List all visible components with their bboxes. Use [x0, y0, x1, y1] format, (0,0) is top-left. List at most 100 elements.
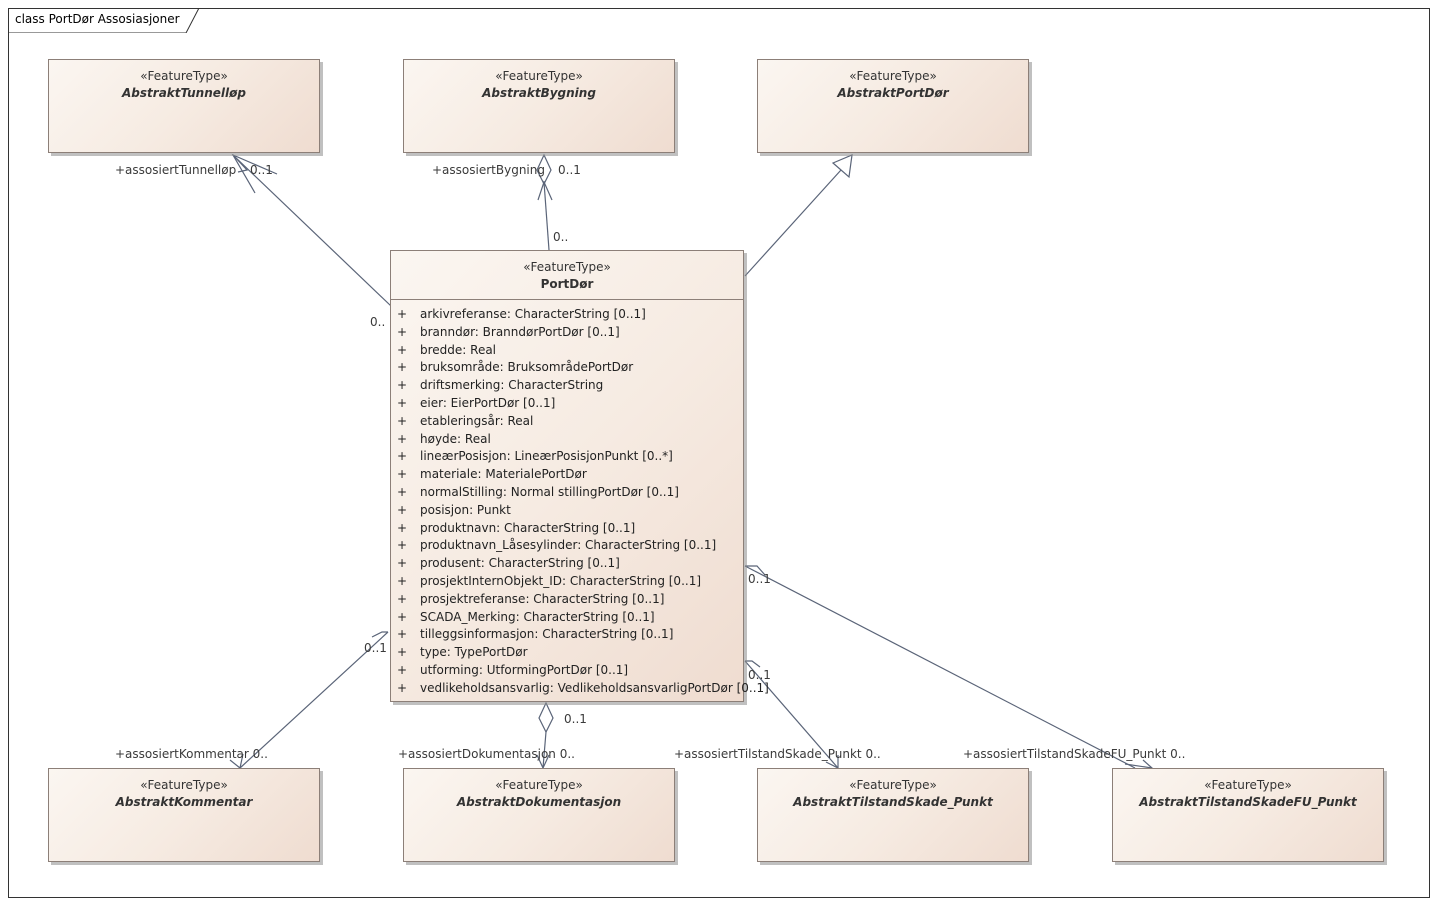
- multiplicity-tunnel-source: 0..: [370, 315, 386, 329]
- attribute-row[interactable]: +eier: EierPortDør [0..1]: [391, 395, 743, 413]
- multiplicity-tilstand-source: 0..1: [748, 668, 771, 682]
- attribute-text: produsent: CharacterString [0..1]: [420, 556, 620, 571]
- attribute-row[interactable]: +posisjon: Punkt: [391, 502, 743, 520]
- role-label-tunnel: +assosiertTunnelløp: [115, 163, 237, 177]
- class-abstrakt-kommentar[interactable]: «FeatureType» AbstraktKommentar: [48, 768, 320, 862]
- class-abstrakt-dokumentasjon[interactable]: «FeatureType» AbstraktDokumentasjon: [403, 768, 675, 862]
- attribute-text: type: TypePortDør: [420, 645, 528, 660]
- role-label-bygning: +assosiertBygning: [432, 163, 545, 177]
- attribute-row[interactable]: + arkivreferanse: CharacterString [0..1]: [391, 306, 743, 324]
- class-abstrakt-tilstandskadefu-punkt[interactable]: «FeatureType» AbstraktTilstandSkadeFU_Pu…: [1112, 768, 1384, 862]
- attribute-visibility: +: [397, 645, 408, 660]
- multiplicity-bygning-source: 0..: [553, 230, 569, 244]
- class-stereotype: «FeatureType»: [1204, 778, 1292, 792]
- assoc-bygning-line: [543, 181, 550, 251]
- attribute-row[interactable]: + lineærPosisjon: LineærPosisjonPunkt [0.…: [391, 448, 743, 466]
- frame-tab: [8, 8, 200, 33]
- class-stereotype: «FeatureType»: [849, 69, 937, 83]
- class-abstrakt-portdor[interactable]: «FeatureType» AbstraktPortDør: [757, 59, 1029, 153]
- attribute-text: vedlikeholdsansvarlig: Vedlikeholdsansva…: [420, 680, 769, 695]
- attribute-visibility: +: [397, 556, 408, 571]
- class-name: AbstraktTilstandSkadeFU_Punkt: [1139, 795, 1357, 809]
- attribute-row[interactable]: +produktnavn: CharacterString [0..1]: [391, 520, 743, 538]
- class-name: AbstraktPortDør: [837, 86, 949, 100]
- attribute-visibility: +: [397, 395, 408, 410]
- attribute-visibility: +: [397, 307, 408, 321]
- attribute-row[interactable]: + prosjektInternObjekt_ID: CharacterStrin…: [391, 573, 743, 591]
- attribute-compartment-divider: [391, 299, 743, 300]
- multiplicity-dokumentasjon-source: 0..1: [564, 712, 587, 726]
- attribute-visibility: +: [397, 484, 408, 499]
- class-name: AbstraktBygning: [482, 86, 596, 100]
- attribute-text: utforming: UtformingPortDør [0..1]: [420, 662, 629, 677]
- attribute-text: prosjektInternObjekt_ID: CharacterString…: [420, 573, 702, 588]
- attribute-row[interactable]: + normalStilling: Normal stillingPortDør …: [391, 484, 743, 502]
- attribute-visibility: +: [397, 573, 408, 588]
- class-stereotype: «FeatureType»: [523, 260, 611, 274]
- class-stereotype: «FeatureType»: [140, 69, 228, 83]
- class-abstrakt-tunnellop[interactable]: «FeatureType» AbstraktTunnelløp: [48, 59, 320, 153]
- role-label-tilstandfu: +assosiertTilstandSkadeFU_Punkt 0..: [963, 747, 1186, 761]
- attribute-row[interactable]: + produktnavn_Låsesylinder: CharacterStri…: [391, 537, 743, 555]
- assoc-tilstand-src-stub: [745, 660, 761, 668]
- multiplicity-kommentar-source: 0..1: [364, 641, 387, 655]
- role-label-tilstand: +assosiertTilstandSkade_Punkt 0..: [674, 747, 881, 761]
- assoc-tilstandFU-arrowhead: [1124, 759, 1154, 769]
- attribute-row[interactable]: +branndør: BranndørPortDør [0..1]: [391, 324, 743, 342]
- class-abstrakt-bygning[interactable]: «FeatureType» AbstraktBygning: [403, 59, 675, 153]
- generalization-line: [744, 169, 842, 277]
- attribute-visibility: +: [397, 609, 408, 624]
- attribute-visibility: +: [397, 378, 408, 393]
- multiplicity-tunnel: 0..1: [250, 163, 273, 177]
- attribute-visibility: +: [397, 449, 408, 464]
- attribute-row[interactable]: +prosjektreferanse: CharacterString [0..…: [391, 591, 743, 609]
- role-label-kommentar: +assosiertKommentar 0..: [115, 747, 268, 761]
- attribute-visibility: +: [397, 538, 408, 553]
- assoc-tilstandFU-src-stub: [745, 565, 766, 576]
- assoc-bygning-diamond: [536, 153, 552, 186]
- class-name: PortDør: [540, 277, 594, 291]
- attribute-row[interactable]: +vedlikeholdsansvarlig: Vedlikeholdsansv…: [391, 680, 769, 698]
- attribute-text: arkivreferanse: CharacterString [0..1]: [420, 307, 646, 321]
- attribute-row[interactable]: + type: TypePortDør: [391, 644, 743, 662]
- attribute-row[interactable]: + driftsmerking: CharacterString: [391, 377, 743, 395]
- class-name: AbstraktKommentar: [115, 795, 253, 809]
- attribute-text: produktnavn_Låsesylinder: CharacterStrin…: [420, 538, 717, 553]
- attribute-row[interactable]: +høyde: Real: [391, 431, 743, 449]
- attribute-row[interactable]: + produsent: CharacterString [0..1]: [391, 555, 743, 573]
- attribute-row[interactable]: + etableringsår: Real: [391, 413, 743, 431]
- attribute-row[interactable]: +bredde: Real: [391, 342, 743, 360]
- attribute-visibility: +: [397, 360, 408, 375]
- attribute-text: høyde: Real: [420, 431, 491, 446]
- attribute-text: tilleggsinformasjon: CharacterString [0.…: [420, 627, 674, 642]
- attribute-text: lineærPosisjon: LineærPosisjonPunkt [0..…: [420, 449, 673, 464]
- attribute-row[interactable]: + bruksområde: BruksområdePortDør: [391, 359, 743, 377]
- assoc-kommentar-src-stub: [371, 631, 388, 638]
- class-name: AbstraktTunnelløp: [122, 86, 246, 100]
- class-stereotype: «FeatureType»: [140, 778, 228, 792]
- attribute-visibility: +: [397, 413, 408, 428]
- attribute-text: bruksområde: BruksområdePortDør: [420, 360, 634, 375]
- class-name: AbstraktDokumentasjon: [456, 795, 622, 809]
- attribute-text: bredde: Real: [420, 342, 497, 357]
- class-stereotype: «FeatureType»: [849, 778, 937, 792]
- generalization-triangle: [831, 154, 853, 179]
- class-portdor[interactable]: «FeatureType» PortDør + arkivreferanse: C…: [390, 250, 769, 702]
- attribute-text: normalStilling: Normal stillingPortDør […: [420, 484, 679, 499]
- attribute-row[interactable]: +tilleggsinformasjon: CharacterString [0…: [391, 626, 743, 644]
- attribute-list: +arkivreferanse: CharacterString [0..1]+…: [391, 300, 769, 698]
- assoc-dok-line: [542, 731, 547, 769]
- frame-tab-shape: [8, 8, 200, 33]
- assoc-tunnel-line: [232, 154, 392, 307]
- attribute-text: driftsmerking: CharacterString: [420, 378, 604, 393]
- attribute-row[interactable]: +SCADA_Merking: CharacterString [0..1]: [391, 609, 743, 627]
- class-abstrakt-tilstandskade-punkt[interactable]: «FeatureType» AbstraktTilstandSkade_Punk…: [757, 768, 1029, 862]
- attribute-visibility: +: [397, 324, 408, 339]
- assoc-tilstandFU-line: [744, 565, 1136, 769]
- attribute-row[interactable]: +utforming: UtformingPortDør [0..1]: [391, 662, 743, 680]
- attribute-row[interactable]: +materiale: MaterialePortDør: [391, 466, 743, 484]
- attribute-text: etableringsår: Real: [420, 413, 534, 428]
- assoc-dok-diamond: [538, 701, 554, 734]
- assoc-tunnel-arrowhead-stub: [232, 154, 249, 173]
